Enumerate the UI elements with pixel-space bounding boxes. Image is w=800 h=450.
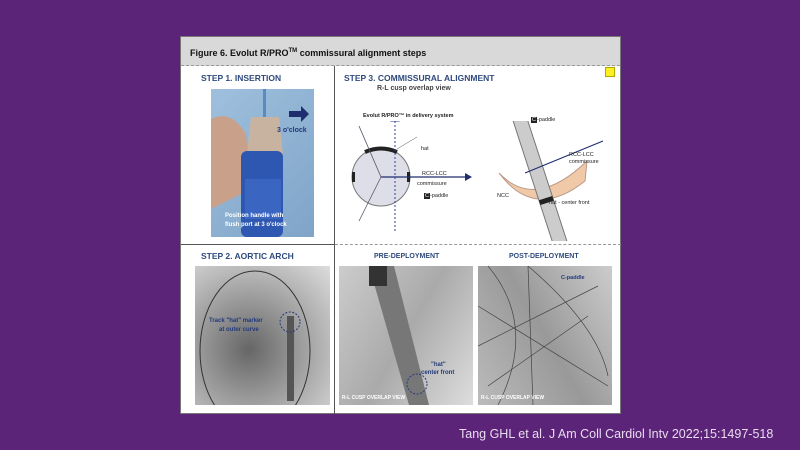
pre-deployment-heading: PRE-DEPLOYMENT [374,253,440,260]
hat-center-label: hat - center front [549,200,590,206]
hat-label: "hat" [431,362,446,368]
insertion-photo: 3 o'clock Position handle with flush por… [211,89,314,237]
ncc-label: NCC [497,193,509,199]
citation: Tang GHL et al. J Am Coll Cardiol Intv 2… [459,427,774,441]
c-paddle-label: C-paddle [561,275,585,281]
divider [335,244,621,245]
rcc-lcc-label: RCC-LCC [569,152,594,158]
caption: Position handle with [225,213,284,219]
commissural-diagram [351,121,604,241]
divider [334,66,335,414]
aortic-arch-fluoro: Track "hat" marker at outer curve [195,266,330,405]
commissure-label: commissure [417,181,447,187]
clock-label: 3 o'clock [277,127,307,134]
divider [181,244,334,245]
post-deployment-heading: POST-DEPLOYMENT [509,253,579,260]
marker-label: Track "hat" marker [209,318,263,324]
c-badge: C [424,193,430,199]
step1-heading: STEP 1. INSERTION [201,73,282,83]
view-label: R-L CUSP OVERLAP VIEW [481,395,545,401]
caption: flush port at 3 o'clock [225,222,287,228]
diagram-title: Evolut R/PRO™ in delivery system [363,113,454,119]
post-deployment-fluoro: C-paddle R-L CUSP OVERLAP VIEW [478,266,612,405]
paddle-label: -paddle [536,117,556,123]
handle-illustration [211,89,309,237]
figure-6: Figure 6. Evolut R/PROTM commissural ali… [180,36,621,414]
figure-title: Figure 6. Evolut R/PROTM commissural ali… [181,37,620,66]
hat-label: hat [421,146,429,152]
rcc-lcc-label: RCC-LCC [422,171,447,177]
c-badge: C [531,117,537,123]
commissure-label: commissure [569,159,599,165]
annotation-marker [605,67,615,77]
center-front-label: center front [421,370,455,376]
view-label: R-L CUSP OVERLAP VIEW [342,395,406,401]
marker-label: at outer curve [219,327,259,333]
step3-subheading: R-L cusp overlap view [377,85,451,92]
pre-deployment-fluoro: "hat" center front R-L CUSP OVERLAP VIEW [339,266,473,405]
step2-heading: STEP 2. AORTIC ARCH [201,251,294,261]
step3-heading: STEP 3. COMMISSURAL ALIGNMENT [344,73,495,83]
paddle-label: -paddle [429,193,449,199]
